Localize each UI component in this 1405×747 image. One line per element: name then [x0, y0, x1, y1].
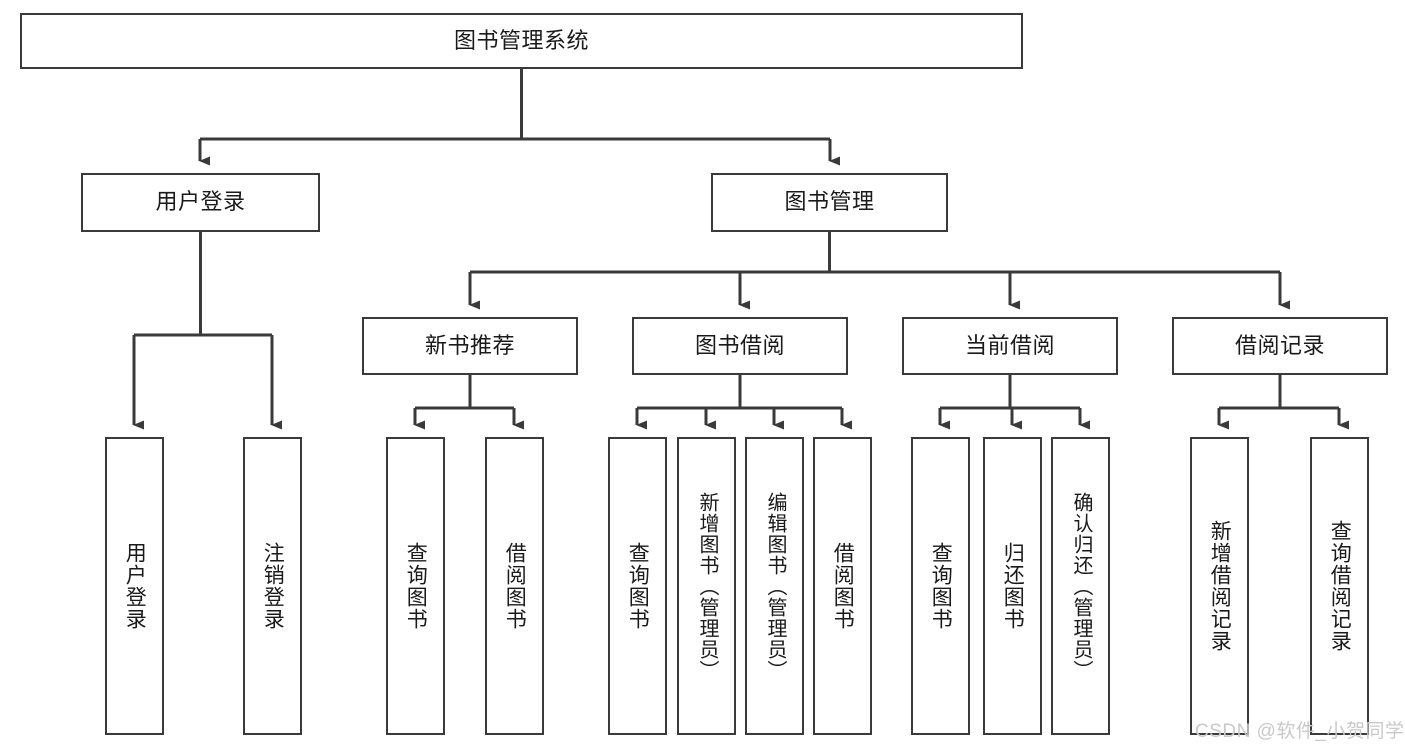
node-user-login-label: 用户登录	[155, 189, 246, 215]
node-leaf-edit-book[interactable]: 编辑图书（管理员）	[745, 437, 804, 735]
node-current-borrow[interactable]: 当前借阅	[902, 317, 1118, 375]
node-leaf-add-book[interactable]: 新增图书（管理员）	[677, 437, 736, 735]
node-leaf-borrow-book-b-label: 借阅图书	[831, 542, 855, 630]
node-leaf-add-record[interactable]: 新增借阅记录	[1190, 437, 1249, 735]
node-leaf-return-book-label: 归还图书	[1001, 542, 1025, 630]
node-root[interactable]: 图书管理系统	[20, 13, 1023, 69]
node-leaf-query-record[interactable]: 查询借阅记录	[1310, 437, 1369, 735]
node-book-manage[interactable]: 图书管理	[711, 173, 948, 232]
node-leaf-return-book[interactable]: 归还图书	[983, 437, 1042, 735]
node-leaf-logout-label: 注销登录	[261, 542, 285, 630]
node-leaf-borrow-book-rec[interactable]: 借阅图书	[485, 437, 544, 735]
node-leaf-query-book-rec-label: 查询图书	[404, 542, 428, 630]
node-current-borrow-label: 当前借阅	[964, 332, 1055, 358]
node-leaf-query-book-c-label: 查询图书	[929, 542, 953, 630]
node-book-borrow[interactable]: 图书借阅	[632, 317, 848, 375]
node-leaf-add-book-label: 新增图书（管理员）	[696, 491, 718, 681]
node-leaf-user-login-label: 用户登录	[123, 542, 147, 630]
node-leaf-user-login[interactable]: 用户登录	[105, 437, 164, 735]
node-leaf-confirm-return-label: 确认归还（管理员）	[1070, 491, 1092, 681]
node-new-book-rec-label: 新书推荐	[424, 332, 515, 358]
node-user-login[interactable]: 用户登录	[81, 173, 320, 232]
node-leaf-edit-book-label: 编辑图书（管理员）	[764, 491, 786, 681]
node-new-book-rec[interactable]: 新书推荐	[362, 317, 578, 375]
node-leaf-query-book-rec[interactable]: 查询图书	[386, 437, 445, 735]
node-leaf-logout[interactable]: 注销登录	[243, 437, 302, 735]
node-leaf-query-book-b[interactable]: 查询图书	[608, 437, 667, 735]
node-borrow-record[interactable]: 借阅记录	[1172, 317, 1388, 375]
node-leaf-query-book-b-label: 查询图书	[626, 542, 650, 630]
node-root-label: 图书管理系统	[453, 27, 589, 53]
node-leaf-borrow-book-b[interactable]: 借阅图书	[813, 437, 872, 735]
node-leaf-query-record-label: 查询借阅记录	[1328, 520, 1352, 652]
node-leaf-borrow-book-rec-label: 借阅图书	[503, 542, 527, 630]
node-leaf-add-record-label: 新增借阅记录	[1208, 520, 1232, 652]
node-borrow-record-label: 借阅记录	[1234, 332, 1325, 358]
node-leaf-confirm-return[interactable]: 确认归还（管理员）	[1051, 437, 1110, 735]
node-book-borrow-label: 图书借阅	[694, 332, 785, 358]
node-book-manage-label: 图书管理	[784, 189, 875, 215]
node-leaf-query-book-c[interactable]: 查询图书	[911, 437, 970, 735]
